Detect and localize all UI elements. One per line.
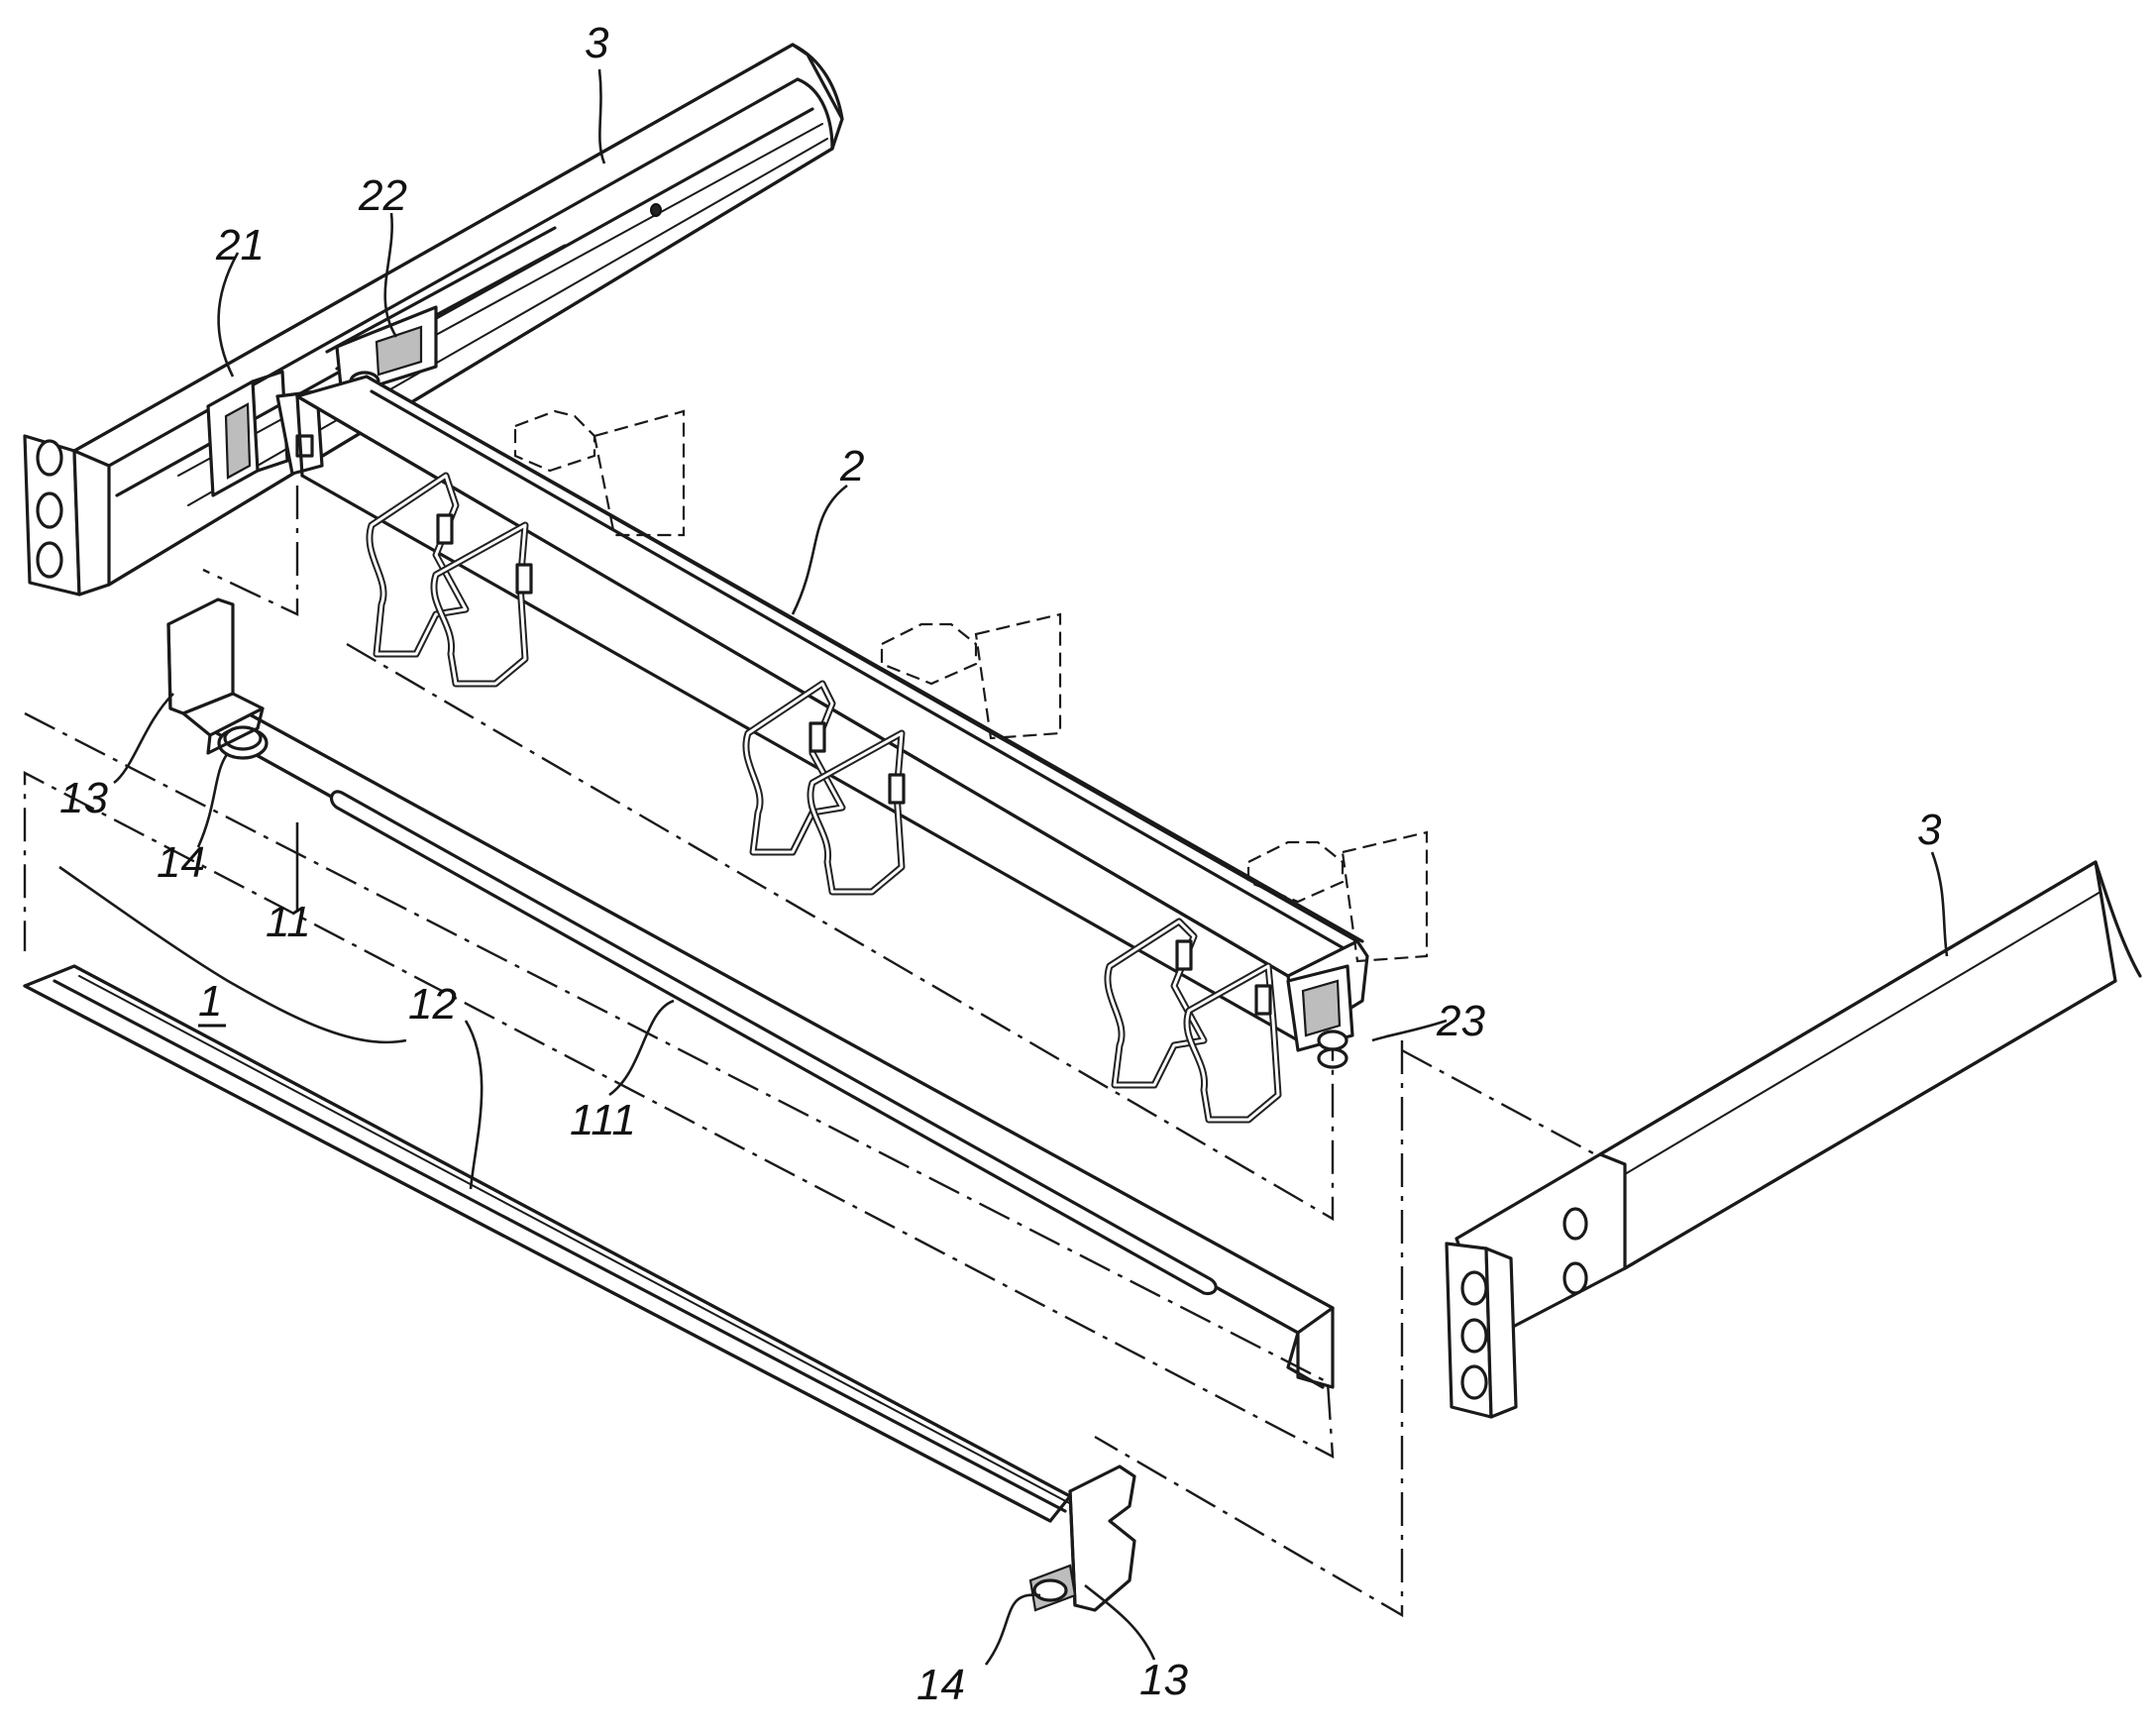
label-slide-plate: 11	[266, 898, 311, 946]
label-assembly: 1	[198, 977, 222, 1026]
rail-right	[1447, 862, 2140, 1417]
label-support-arm: 2	[839, 442, 864, 490]
label-lower-rail: 12	[408, 980, 457, 1029]
label-end-block-left: 13	[59, 774, 108, 822]
reference-labels: 3 22 21 2 23 13 14 11 1 12 111 14 13 3	[59, 19, 1942, 1709]
label-rail-top: 3	[585, 19, 609, 67]
hinge-23	[1288, 966, 1352, 1067]
lower-rail	[25, 966, 1075, 1521]
label-connector-21: 21	[215, 221, 265, 270]
label-pivot-left: 14	[157, 838, 205, 887]
slide-plate	[208, 713, 1333, 1387]
label-end-block-right: 13	[1139, 1656, 1188, 1704]
label-connector-22: 22	[358, 171, 407, 220]
label-pivot-right: 14	[916, 1661, 965, 1709]
label-hinge-23: 23	[1436, 997, 1485, 1045]
label-rail-right: 3	[1917, 806, 1942, 854]
label-slot: 111	[570, 1096, 636, 1144]
